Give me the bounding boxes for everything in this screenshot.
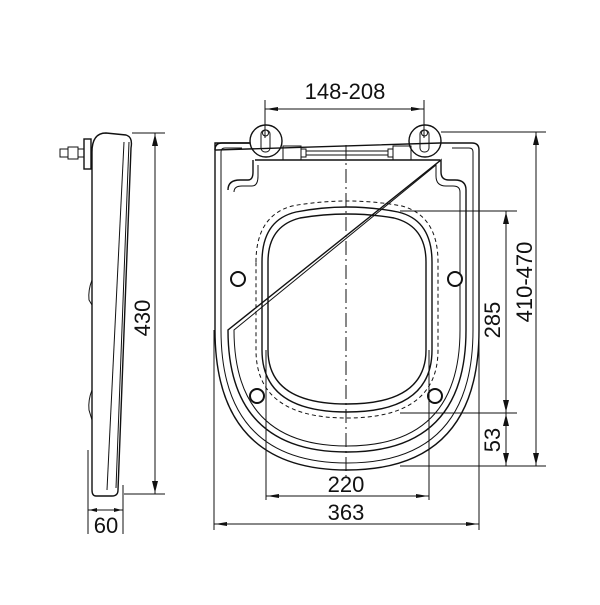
dim-opening-length: 285 (480, 302, 505, 339)
buffer-hole-icon (249, 388, 265, 404)
dim-opening-width: 220 (328, 472, 365, 497)
buffer-hole-icon (230, 271, 246, 287)
dim-side-depth: 60 (94, 513, 118, 538)
top-view: 148-208 410-470 285 53 220 363 (213, 79, 546, 530)
hinge-fitting-icon (59, 138, 92, 170)
dim-overall-width: 363 (328, 500, 365, 525)
dim-side-height: 430 (130, 300, 155, 337)
buffer-hole-icon (427, 388, 443, 404)
hinge-left-icon (249, 124, 283, 158)
buffer-hole-icon (447, 271, 463, 287)
dim-front-rim: 53 (480, 428, 505, 452)
hinge-right-icon (408, 124, 442, 158)
side-view: 430 60 (59, 132, 165, 538)
dim-overall-length: 410-470 (512, 242, 537, 323)
dim-hinge-spacing: 148-208 (305, 79, 386, 104)
